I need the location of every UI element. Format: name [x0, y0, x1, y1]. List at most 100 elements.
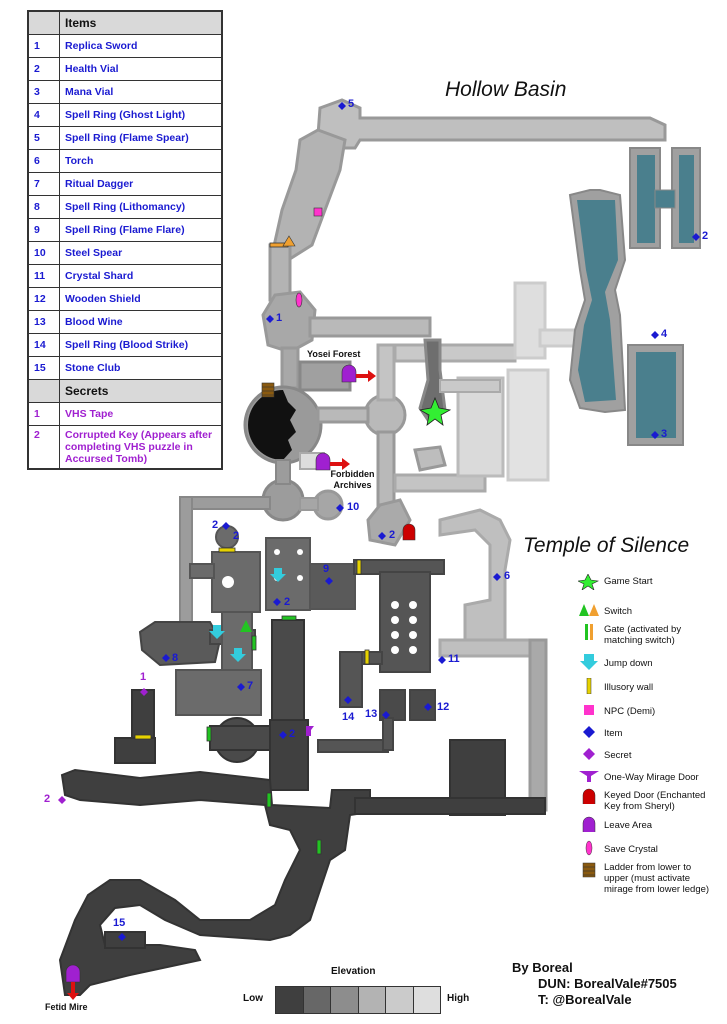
- ladder-icon: [261, 382, 275, 398]
- elevation-swatches: [275, 986, 441, 1014]
- item-marker-6: [493, 573, 501, 581]
- room-15: [104, 931, 146, 949]
- gate-north-corridor: [356, 559, 362, 575]
- leave-fetid-arrow: [67, 982, 79, 1000]
- item-marker-5: [338, 102, 346, 110]
- map-item-label: 2: [284, 596, 291, 608]
- secret-name: VHS Tape: [59, 402, 222, 426]
- secret-marker-2: [58, 796, 66, 804]
- basin-tall-room: [456, 376, 505, 478]
- gate-secret-1: [134, 734, 152, 740]
- room-8: [138, 621, 222, 667]
- map-item-label: 6: [504, 570, 511, 582]
- diamond-icon: [583, 748, 595, 760]
- item-marker-2-basin: [692, 233, 700, 241]
- map-item-label: 2: [212, 519, 219, 531]
- temple-left-col: [221, 611, 253, 673]
- secrets-header-row: Secrets: [28, 379, 222, 403]
- label-forbidden-archives: Forbidden Archives: [330, 469, 375, 490]
- hub-down: [376, 430, 396, 514]
- map-item-label: 2: [389, 529, 396, 541]
- npc-demi: [313, 207, 323, 217]
- basin-top-corridor: [316, 98, 667, 150]
- temple-left-room-link: [189, 563, 215, 579]
- gate-green-4: [266, 792, 272, 808]
- leave-archives-arrow: [330, 458, 350, 470]
- item-name: Health Vial: [59, 57, 222, 81]
- temple-main-shaft: [271, 619, 305, 731]
- item-name: Spell Ring (Blood Strike): [59, 333, 222, 357]
- map-item-label: 5: [348, 98, 355, 110]
- elevation-swatch: [276, 987, 304, 1013]
- elevation-swatch: [331, 987, 359, 1013]
- hub-lower-arm: [393, 473, 487, 493]
- temple-east-drop: [528, 638, 548, 812]
- archives-link: [299, 497, 319, 511]
- map-item-label: 2: [289, 728, 296, 740]
- basin-lower-connector: [366, 498, 412, 547]
- item-name: Crystal Shard: [59, 264, 222, 288]
- switch-orange: [282, 235, 296, 247]
- keyed-door: [402, 523, 416, 541]
- temple-left-room: [211, 551, 261, 613]
- map-secret-label: 2: [44, 793, 51, 805]
- item-name: Stone Club: [59, 356, 222, 380]
- temple-mid-right: [309, 563, 356, 610]
- lower-cave: [58, 768, 371, 996]
- leave-fetid: [65, 964, 81, 983]
- gate-green-5: [316, 839, 322, 855]
- water-top-room-in: [637, 155, 655, 243]
- basin-link-arm: [538, 328, 577, 348]
- elevation-swatch: [358, 987, 386, 1013]
- item-marker-13: [382, 711, 390, 719]
- temple-left-room-hole: [222, 576, 234, 588]
- map-item-label: 8: [172, 652, 179, 664]
- ladder-icon: [582, 862, 596, 878]
- room-7: [175, 669, 262, 716]
- basin-right-arm: [439, 379, 501, 393]
- hub-right: [393, 343, 517, 363]
- round-room-link: [275, 459, 291, 485]
- hub-left: [316, 406, 370, 424]
- elevation-low: Low: [243, 993, 263, 1004]
- item-marker-2-c: [273, 598, 281, 606]
- temple-lower-link-2: [382, 717, 394, 751]
- item-name: Mana Vial: [59, 80, 222, 104]
- secrets-header: Secrets: [59, 379, 222, 403]
- item-name: Torch: [59, 149, 222, 173]
- temple-14-room: [339, 651, 363, 708]
- item-marker-9: [325, 577, 333, 585]
- elevation-swatch: [303, 987, 331, 1013]
- leave-yosei-arrow: [356, 370, 376, 382]
- crystal-icon: [585, 840, 593, 856]
- water-bridge: [654, 189, 676, 209]
- gate-grid-arm: [364, 649, 370, 665]
- area-title-temple-of-silence: Temple of Silence: [523, 534, 690, 557]
- gate-temple-top: [218, 547, 236, 553]
- basin-shaft: [268, 243, 292, 302]
- temple-se-link: [354, 797, 546, 815]
- item-name: Spell Ring (Flame Spear): [59, 126, 222, 150]
- temple-grid-room: [379, 571, 431, 673]
- item-marker-12: [424, 703, 432, 711]
- gate-icon: [585, 624, 593, 640]
- item-marker-15: [118, 933, 126, 941]
- item-name: Replica Sword: [59, 34, 222, 58]
- label-fetid-mire: Fetid Mire: [45, 1002, 88, 1012]
- basin-link: [513, 281, 547, 360]
- game-start-star: [418, 396, 452, 426]
- dark-pit: [248, 390, 296, 460]
- switch-icon: [579, 604, 599, 616]
- credit-discord: DUN: BorealVale#7505: [538, 976, 677, 991]
- map-item-label: 4: [661, 328, 668, 340]
- map-item-label: 14: [342, 711, 355, 723]
